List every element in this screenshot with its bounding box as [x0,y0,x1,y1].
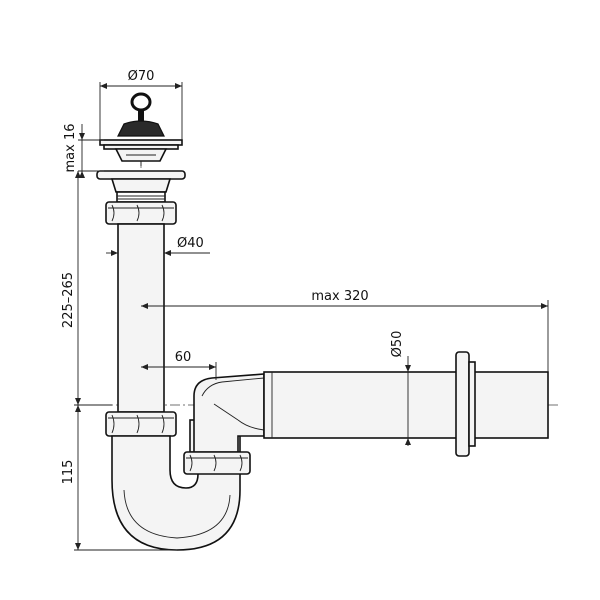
stopper-stem [138,110,144,122]
stopper-ring [130,92,152,112]
dimension-tube-diameter: Ø40 [106,236,210,256]
dimension-offset: 60 [141,350,217,380]
dimension-outlet-length: max 320 [141,289,549,372]
wall-rosette [455,351,476,457]
dimension-stopper-height: max 16 [63,124,104,178]
dimension-stopper-diameter: Ø70 [99,69,183,140]
label-stopper-diameter: Ø70 [128,69,155,84]
stopper-dome [117,120,165,137]
vertical-tube [117,223,165,413]
dimension-inlet-height: 225–265 [61,171,112,406]
sink-outlet [96,170,186,203]
outlet-thread [116,191,166,203]
dimension-outlet-diameter: Ø50 [390,331,411,446]
dimension-trap-depth: 115 [61,405,177,551]
label-stopper-height: max 16 [63,124,78,173]
stopper-plug [99,92,183,166]
label-inlet-height: 225–265 [61,272,76,328]
label-trap-depth: 115 [61,460,76,485]
label-outlet-diameter: Ø50 [390,331,405,358]
trap-inlet-nut [105,411,177,437]
horizontal-outlet-pipe [263,371,549,439]
riser-nut [183,451,251,475]
upper-nut [105,201,177,225]
label-offset: 60 [175,350,192,365]
label-tube-diameter: Ø40 [177,236,204,251]
outlet-body [110,178,172,193]
elbow-fitting [193,373,265,453]
outlet-flange [96,170,186,180]
label-outlet-length: max 320 [311,289,368,304]
